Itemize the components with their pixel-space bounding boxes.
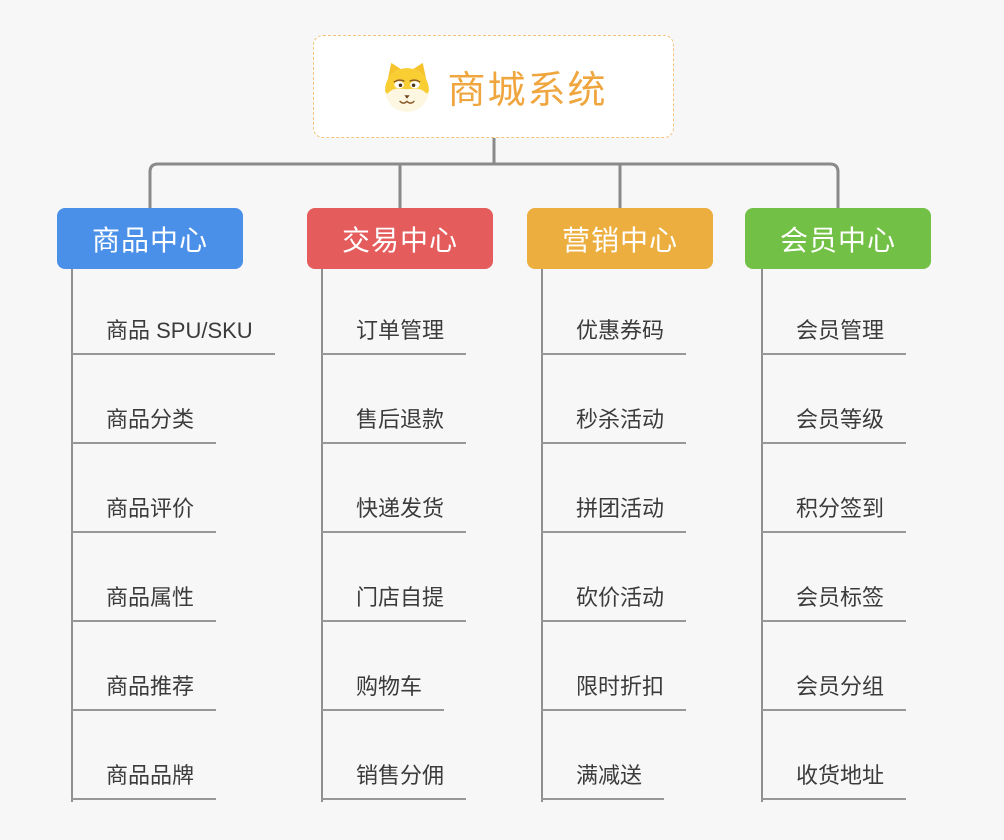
leaf-topic[interactable]: 会员管理 (761, 315, 907, 355)
leaf-topic[interactable]: 订单管理 (321, 315, 467, 355)
branch-node-2[interactable]: 交易中心 (307, 208, 493, 269)
root-node-title: 商城系统 (447, 70, 608, 112)
leaf-topic[interactable]: 限时折扣 (541, 671, 687, 711)
leaf-topic[interactable]: 收货地址 (761, 760, 907, 800)
leaf-topic[interactable]: 售后退款 (321, 404, 467, 444)
leaf-topic[interactable]: 门店自提 (321, 582, 467, 622)
leaf-topic[interactable]: 会员分组 (761, 671, 907, 711)
leaf-topic[interactable]: 商品评价 (71, 493, 217, 533)
leaf-topic[interactable]: 商品分类 (71, 404, 217, 444)
root-node[interactable]: 商城系统 (313, 35, 674, 138)
leaf-topic[interactable]: 商品品牌 (71, 760, 217, 800)
leaf-topic[interactable]: 会员等级 (761, 404, 907, 444)
leaf-topic[interactable]: 优惠券码 (541, 315, 687, 355)
leaf-topic[interactable]: 积分签到 (761, 493, 907, 533)
bus-connector (148, 162, 840, 208)
branch-drop-line-1 (71, 269, 73, 802)
leaf-topic[interactable]: 拼团活动 (541, 493, 687, 533)
leaf-topic[interactable]: 商品 SPU/SKU (71, 315, 275, 355)
leaf-topic[interactable]: 快递发货 (321, 493, 467, 533)
branch-drop-line-3 (541, 269, 543, 802)
leaf-topic[interactable]: 商品推荐 (71, 671, 217, 711)
leaf-topic[interactable]: 会员标签 (761, 582, 907, 622)
branch-drop-line-2 (321, 269, 323, 802)
leaf-topic[interactable]: 购物车 (321, 671, 445, 711)
leaf-topic[interactable]: 秒杀活动 (541, 404, 687, 444)
branch-drop-line-4 (761, 269, 763, 802)
leaf-topic[interactable]: 商品属性 (71, 582, 217, 622)
branch-node-3[interactable]: 营销中心 (527, 208, 713, 269)
branch-node-4[interactable]: 会员中心 (745, 208, 931, 269)
leaf-topic[interactable]: 销售分佣 (321, 760, 467, 800)
branch-node-1[interactable]: 商品中心 (57, 208, 243, 269)
shiba-dog-icon (379, 60, 435, 113)
leaf-topic[interactable]: 砍价活动 (541, 582, 687, 622)
leaf-topic[interactable]: 满减送 (541, 760, 665, 800)
